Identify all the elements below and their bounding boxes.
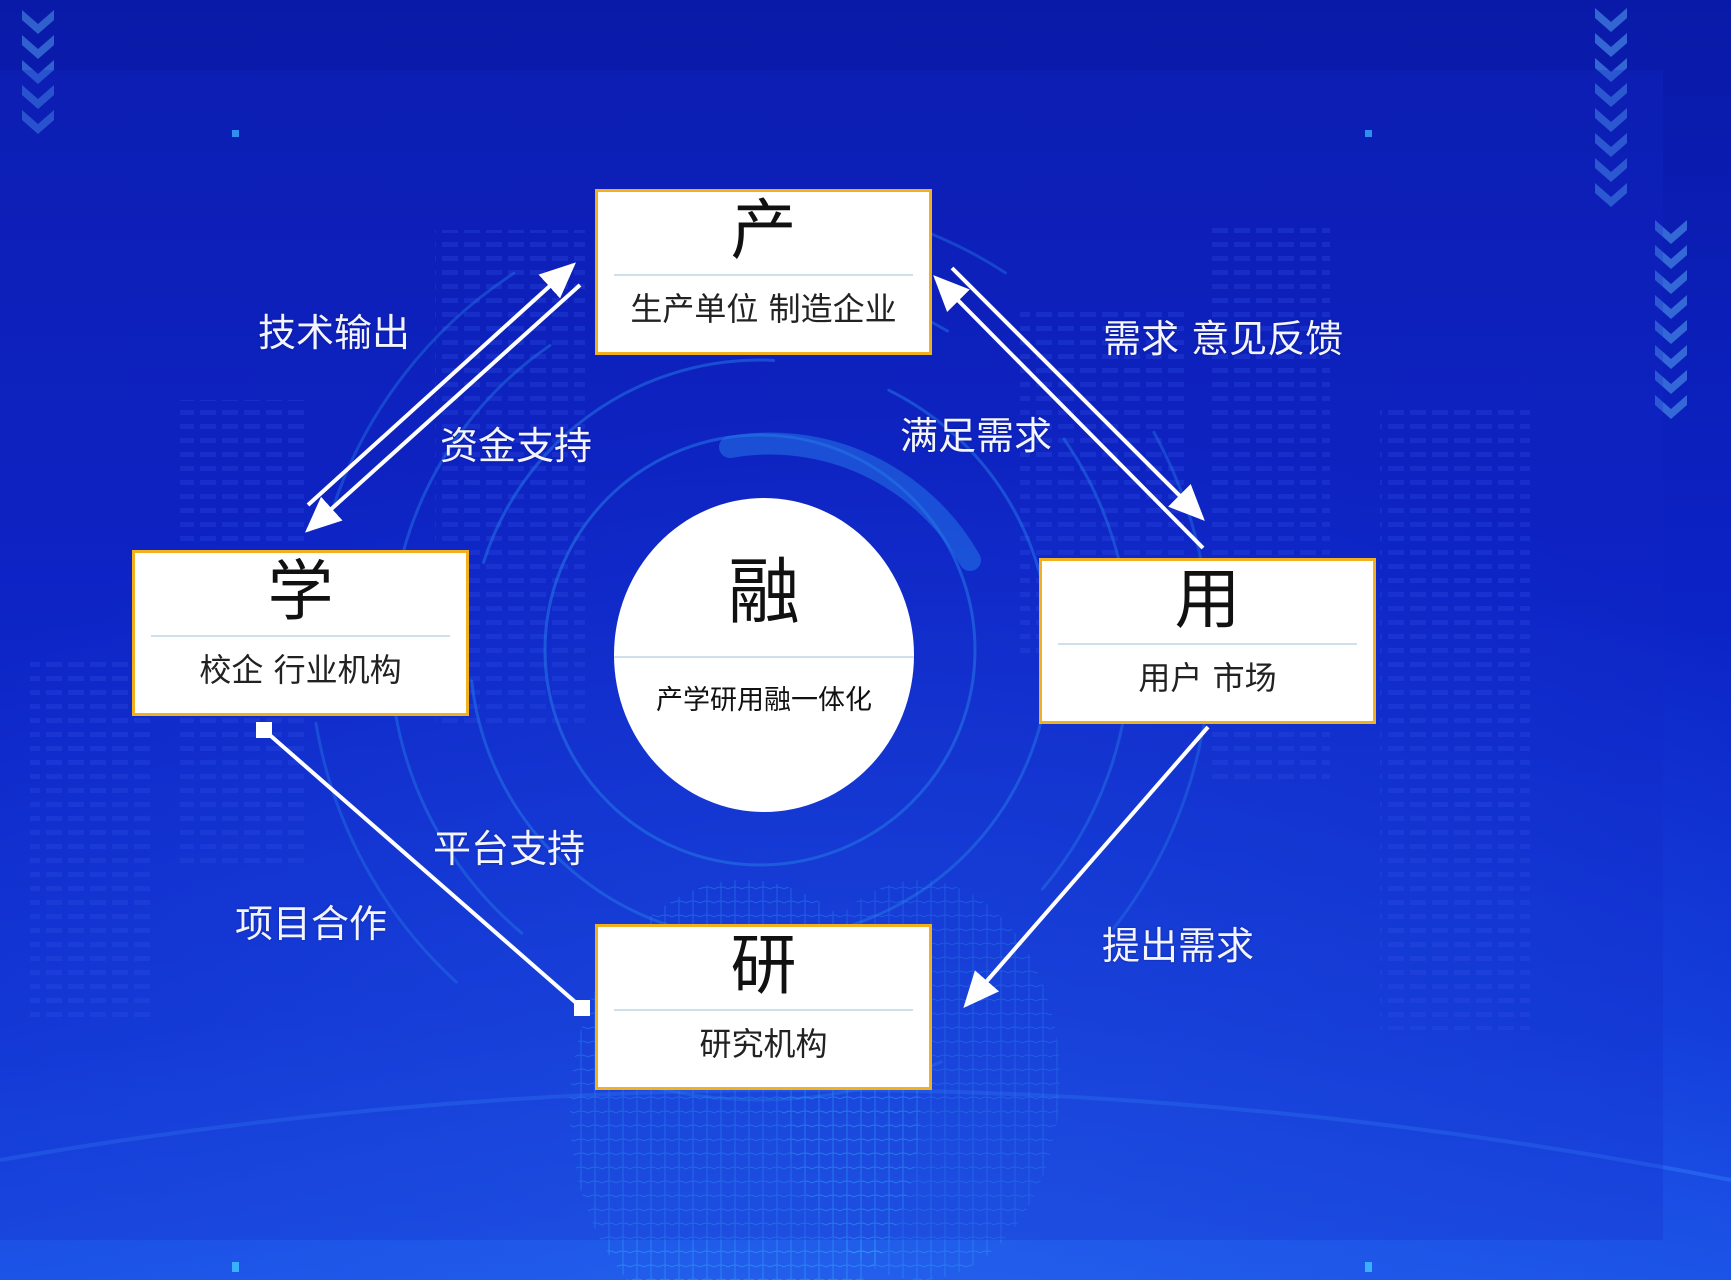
center-circle: 融 产学研用融一体化 xyxy=(614,498,914,812)
chevron-decoration-left xyxy=(22,10,54,134)
node-yong-subtitle: 用户 市场 xyxy=(1138,659,1277,697)
node-xue-title: 学 xyxy=(267,553,334,630)
node-chan: 产 生产单位 制造企业 xyxy=(595,189,932,355)
label-funding-support: 资金支持 xyxy=(440,424,593,468)
node-chan-subtitle: 生产单位 制造企业 xyxy=(630,290,897,328)
label-meet-demand: 满足需求 xyxy=(900,414,1053,458)
divider xyxy=(151,635,450,637)
sparkle-dots xyxy=(232,130,1372,1272)
center-title: 融 xyxy=(727,550,800,634)
label-platform-support: 平台支持 xyxy=(433,827,586,871)
chevron-decoration-right-bottom xyxy=(1655,220,1687,419)
chevron-decoration-right-top xyxy=(1595,8,1627,207)
node-xue-subtitle: 校企 行业机构 xyxy=(199,651,402,689)
label-raise-demand: 提出需求 xyxy=(1102,924,1255,968)
node-yong: 用 用户 市场 xyxy=(1039,558,1376,724)
node-yong-title: 用 xyxy=(1174,561,1241,638)
node-chan-title: 产 xyxy=(730,192,797,269)
center-subtitle: 产学研用融一体化 xyxy=(656,685,872,716)
node-yan-title: 研 xyxy=(730,927,797,1004)
label-project-cooperation: 项目合作 xyxy=(235,902,388,946)
label-demand-feedback: 需求 意见反馈 xyxy=(1103,317,1344,361)
divider xyxy=(614,1009,913,1011)
node-yan-subtitle: 研究机构 xyxy=(699,1025,828,1063)
node-xue: 学 校企 行业机构 xyxy=(132,550,469,716)
node-yan: 研 研究机构 xyxy=(595,924,932,1090)
divider xyxy=(614,274,913,276)
divider xyxy=(614,656,914,658)
label-tech-output: 技术输出 xyxy=(258,311,411,355)
divider xyxy=(1058,643,1357,645)
